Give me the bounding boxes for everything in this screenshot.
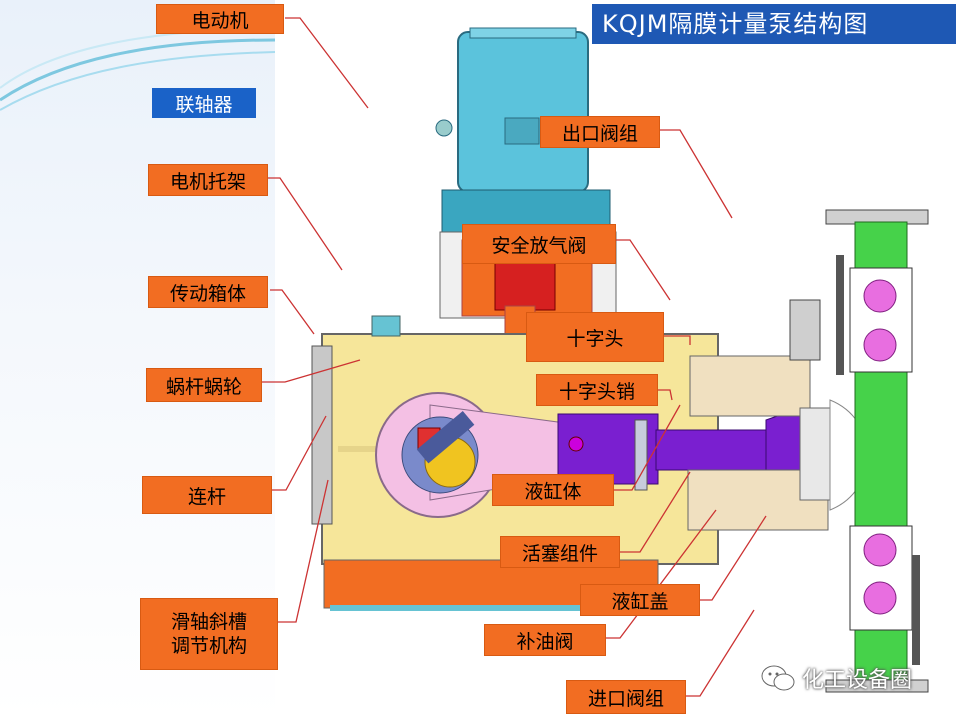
label-cylinder-cover: 液缸盖 [580, 584, 700, 616]
label-slide-shaft-line2: 调节机构 [170, 635, 247, 657]
label-coupling: 联轴器 [152, 88, 256, 118]
label-piston-assembly: 活塞组件 [500, 536, 620, 568]
label-oil-replenish-valve: 补油阀 [484, 624, 606, 656]
label-slide-shaft-adjuster: 滑轴斜槽 调节机构 [140, 598, 278, 670]
label-crosshead: 十字头 [526, 312, 664, 362]
label-crosshead-pin: 十字头销 [536, 374, 658, 406]
label-slide-shaft-line1: 滑轴斜槽 [170, 611, 247, 633]
label-gearbox-body: 传动箱体 [148, 276, 268, 308]
watermark: 化工设备圈 [760, 660, 940, 696]
wechat-icon [761, 665, 795, 691]
label-motor: 电动机 [156, 4, 284, 34]
valve-column-illustration [825, 209, 929, 693]
label-safety-relief-valve: 安全放气阀 [462, 224, 616, 264]
watermark-text: 化工设备圈 [802, 668, 913, 693]
diagram-title: KQJM隔膜计量泵结构图 [592, 4, 956, 44]
label-outlet-valve: 出口阀组 [540, 116, 660, 148]
label-worm-gear: 蜗杆蜗轮 [146, 368, 262, 402]
label-connecting-rod: 连杆 [142, 476, 272, 514]
label-inlet-valve: 进口阀组 [566, 680, 686, 714]
motor-illustration [435, 27, 611, 237]
label-motor-bracket: 电机托架 [148, 164, 268, 196]
label-cylinder-body: 液缸体 [492, 474, 614, 506]
